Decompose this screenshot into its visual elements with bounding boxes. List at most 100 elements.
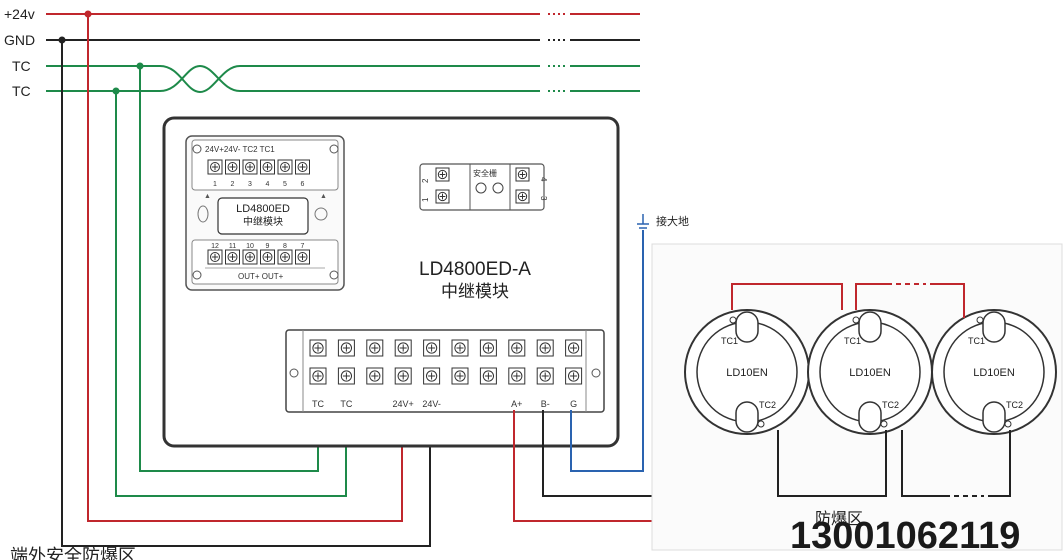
ground-label: 接大地 [656, 214, 689, 228]
terminal-label: 24V+ [393, 399, 414, 409]
detector-tc2-label: TC2 [759, 400, 776, 410]
detector-name: LD10EN [849, 367, 891, 379]
terminal-screw-bottom [366, 367, 384, 385]
terminal-screw-bottom [394, 367, 412, 385]
svg-text:▲: ▲ [204, 193, 211, 200]
bus-tc1-line [46, 65, 540, 94]
terminal-label: B- [541, 399, 550, 409]
module-top-terminal [225, 159, 240, 175]
terminal-screw-bottom [451, 367, 469, 385]
module-top-number: 5 [283, 181, 287, 188]
module-top-terminal [207, 159, 223, 175]
module-bottom-terminal [277, 249, 293, 265]
module-top-labels: 24V+24V- TC2 TC1 [205, 145, 275, 154]
barrier-label: 安全栅 [473, 168, 497, 178]
module-bottom-terminal [242, 249, 258, 265]
svg-text:1: 1 [421, 197, 430, 202]
module-bottom-number: 7 [301, 243, 305, 250]
terminal-screw-bottom [508, 367, 526, 385]
phone-watermark: 13001062119 [790, 515, 1020, 557]
module-bottom-terminal [225, 249, 240, 265]
terminal-screw-bottom [309, 367, 327, 385]
detector-wires [731, 283, 1011, 497]
svg-text:3: 3 [539, 196, 548, 201]
terminal-screw-top [309, 339, 327, 357]
terminal-screw-top [565, 339, 583, 357]
terminal-screw-top [479, 339, 497, 357]
module-bottom-number: 11 [229, 243, 236, 250]
module-bottom-terminal [207, 249, 223, 265]
detector-name: LD10EN [973, 367, 1015, 379]
module-bottom-number: 12 [211, 243, 219, 250]
terminal-screw-top [508, 339, 526, 357]
terminal-label: TC [340, 399, 352, 409]
terminal-screw-top [394, 339, 412, 357]
module-bottom-terminal [260, 249, 275, 265]
terminal-screw-top [536, 339, 554, 357]
module-bottom-labels: OUT+ OUT+ [238, 272, 284, 281]
detector-tc2-label: TC2 [1006, 400, 1023, 410]
barrier-terminal [435, 189, 450, 204]
module-top-number: 3 [248, 181, 252, 188]
terminal-screw-bottom [565, 367, 583, 385]
detector-tc1-label: TC1 [968, 336, 985, 346]
module-top-terminal [295, 159, 310, 175]
module-top-terminal [277, 159, 293, 175]
module-subname: 中继模块 [243, 215, 283, 228]
module-bottom-terminal [295, 249, 310, 265]
terminal-screw-top [366, 339, 384, 357]
zone-label: 防爆区 [815, 509, 863, 528]
terminal-label: 24V- [422, 399, 441, 409]
module-bottom-number: 10 [246, 243, 254, 250]
terminal-screw-top [451, 339, 469, 357]
terminal-label: G [570, 399, 577, 409]
terminal-screw-bottom [536, 367, 554, 385]
barrier-terminal [515, 167, 530, 182]
terminal-block: TC TC 24V+ 24V- A+ B- G [285, 329, 605, 413]
device-subtitle: 中继模块 [441, 282, 509, 301]
bus-tc2-line [46, 64, 540, 92]
module-top-number: 1 [213, 181, 217, 188]
footer-text: 端外安全防爆区 [10, 546, 136, 560]
detector-tc1-label: TC1 [721, 336, 738, 346]
terminal-screw-bottom [479, 367, 497, 385]
ground: 接大地 [637, 214, 689, 229]
svg-text:4: 4 [539, 177, 548, 182]
terminal-label: A+ [511, 399, 522, 409]
bus-label-24v: +24v [4, 6, 35, 22]
barrier-terminal [515, 189, 530, 204]
terminal-screw-bottom [337, 367, 355, 385]
terminal-screw-top [337, 339, 355, 357]
module-top-terminal [260, 159, 275, 175]
module-bottom-number: 8 [283, 243, 287, 250]
bus-label-tc2: TC [12, 83, 31, 99]
terminal-screw-top [423, 339, 441, 357]
svg-text:2: 2 [421, 178, 430, 183]
device-title: LD4800ED-A [419, 259, 531, 280]
module-top-number: 6 [301, 181, 305, 188]
module-bottom-number: 9 [266, 243, 270, 250]
detector-tc2-label: TC2 [882, 400, 899, 410]
module-top-number: 2 [231, 181, 235, 188]
module-top-terminal [242, 159, 258, 175]
module-top-number: 4 [266, 181, 270, 188]
safety-barrier: 安全栅 2 1 4 3 [419, 163, 548, 211]
module-name: LD4800ED [236, 203, 290, 215]
detector-tc1-label: TC1 [844, 336, 861, 346]
bus-label-tc1: TC [12, 58, 31, 74]
bus-lines: +24v GND TC TC [4, 6, 640, 99]
terminal-label: TC [312, 399, 324, 409]
svg-text:▲: ▲ [320, 193, 327, 200]
barrier-terminal [435, 167, 450, 182]
bus-label-gnd: GND [4, 32, 35, 48]
ground-wire [570, 230, 644, 472]
detector-name: LD10EN [726, 367, 768, 379]
terminal-screw-bottom [423, 367, 441, 385]
